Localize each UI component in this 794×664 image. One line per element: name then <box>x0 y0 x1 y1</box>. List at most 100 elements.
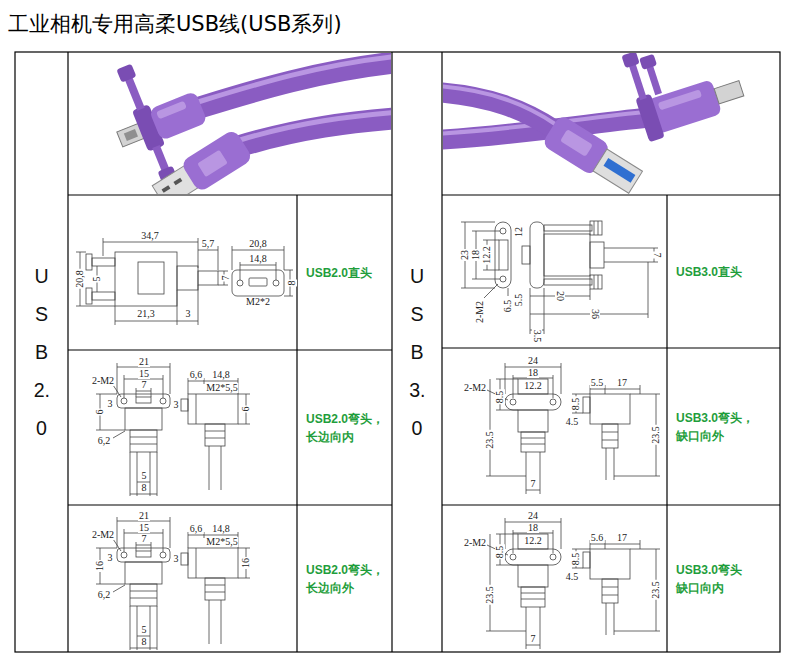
cable-photo <box>125 76 145 111</box>
dimension-label: 21 <box>138 511 150 521</box>
cable-photo <box>646 65 662 96</box>
dimension-label: 14,8 <box>211 524 231 534</box>
dimension-drawing <box>604 262 648 263</box>
dimension-label: 6,6 <box>189 524 204 534</box>
dimension-drawing <box>136 397 151 403</box>
dimension-drawing <box>137 452 138 470</box>
variant-label: USB3.0弯头， 缺口向外 <box>676 409 776 445</box>
dimension-drawing <box>544 288 545 334</box>
variant-cell: USB3.0弯头 缺口向内 <box>667 505 780 652</box>
dimension-label: 18 <box>471 249 481 261</box>
dimension-label: 14,8 <box>211 370 231 380</box>
dimension-label: 3 <box>173 400 180 410</box>
dimension-label: 5 <box>92 276 102 283</box>
dimension-label: 7 <box>221 275 231 282</box>
dimension-drawing <box>518 410 548 432</box>
dimension-drawing <box>604 248 648 249</box>
dimension-label: 4.5 <box>565 572 580 582</box>
dimension-label: 6,2 <box>97 590 112 600</box>
dimension-drawing <box>590 289 591 300</box>
dimension-drawing <box>648 248 658 249</box>
cable-photo <box>162 185 171 193</box>
dimension-drawing <box>92 258 115 266</box>
dimension-drawing <box>521 444 545 445</box>
table-grid <box>442 504 780 505</box>
cable-photo <box>116 64 136 83</box>
dimension-drawing <box>598 275 599 289</box>
cable-photo <box>156 101 187 120</box>
cable-photo <box>197 150 228 177</box>
table-grid <box>391 52 392 652</box>
cable-photo <box>541 114 645 194</box>
dimension-label: M2*5,5 <box>205 537 238 547</box>
dimension-drawing <box>594 221 595 235</box>
dimension-drawing <box>530 222 544 288</box>
dimension-label: 16 <box>241 557 251 569</box>
dimension-label: 17 <box>616 378 628 388</box>
dimension-drawing <box>113 431 125 438</box>
table-grid <box>442 194 780 195</box>
dimension-drawing <box>605 385 606 394</box>
variant-label: USB2.0弯头， 长边向内 <box>306 410 388 446</box>
dimension-label: 20 <box>555 290 565 302</box>
dimension-drawing <box>544 279 592 285</box>
dimension-drawing <box>150 452 151 470</box>
dimension-drawing <box>232 250 284 251</box>
table-grid <box>666 195 667 652</box>
dimension-label: 17 <box>616 533 628 543</box>
dimension-label: 23 <box>460 249 470 261</box>
dimension-drawing <box>486 518 660 649</box>
dimension-drawing <box>103 242 198 243</box>
table-grid <box>68 349 392 350</box>
dimension-drawing <box>117 394 170 408</box>
dimension-label: 15 <box>138 523 150 533</box>
dimension-label: 23.5 <box>651 425 661 445</box>
dimension-label: 23.5 <box>485 585 495 605</box>
dimension-label: 8.5 <box>571 397 581 412</box>
dimension-label: 6 <box>95 409 105 416</box>
dimension-drawing <box>614 476 660 477</box>
dimension-drawing <box>136 391 151 392</box>
dimension-drawing <box>138 262 164 294</box>
dimension-drawing <box>163 375 164 398</box>
dimension-drawing <box>614 448 615 480</box>
cable-photo <box>560 129 593 157</box>
table-grid <box>68 194 392 195</box>
table-grid <box>15 52 780 652</box>
dimension-drawing <box>113 385 121 397</box>
dimension-drawing <box>115 306 116 325</box>
dimension-drawing <box>508 288 509 296</box>
dimension-label: 5 <box>141 471 148 481</box>
dimension-drawing <box>130 437 157 438</box>
cable-photo <box>124 129 138 141</box>
cable-photo <box>635 94 664 143</box>
dimension-drawing <box>238 394 250 395</box>
cable-photo <box>443 53 748 194</box>
dimension-drawing <box>590 275 602 289</box>
series-cell: USB2.0 <box>15 52 68 652</box>
dimension-drawing <box>130 430 157 452</box>
dimension-drawing <box>276 262 277 280</box>
dimension-drawing <box>103 238 104 256</box>
dimension-drawing <box>209 446 210 490</box>
cable-photo <box>173 178 182 186</box>
table-grid <box>442 347 780 348</box>
cable-photo <box>95 53 391 194</box>
variant-cell: USB3.0直头 <box>667 195 780 348</box>
dimension-label: 7 <box>141 534 148 544</box>
dimension-drawing <box>237 280 243 286</box>
dimension-drawing <box>648 262 649 318</box>
dimension-label: 18 <box>527 368 539 378</box>
dimension-drawing <box>205 431 225 432</box>
dimension-drawing <box>86 288 92 304</box>
dimension-drawing <box>205 424 225 446</box>
dimension-label: 6,2 <box>97 436 112 446</box>
dimension-label: 4.5 <box>565 417 580 427</box>
dimension-drawing <box>177 266 198 290</box>
dimension-drawing <box>232 246 233 270</box>
dimension-drawing <box>518 379 548 394</box>
variant-label: USB3.0弯头 缺口向内 <box>676 561 776 597</box>
dimension-drawing <box>590 389 640 390</box>
dimension-drawing <box>553 375 554 398</box>
dimension-label: 8 <box>141 637 148 647</box>
